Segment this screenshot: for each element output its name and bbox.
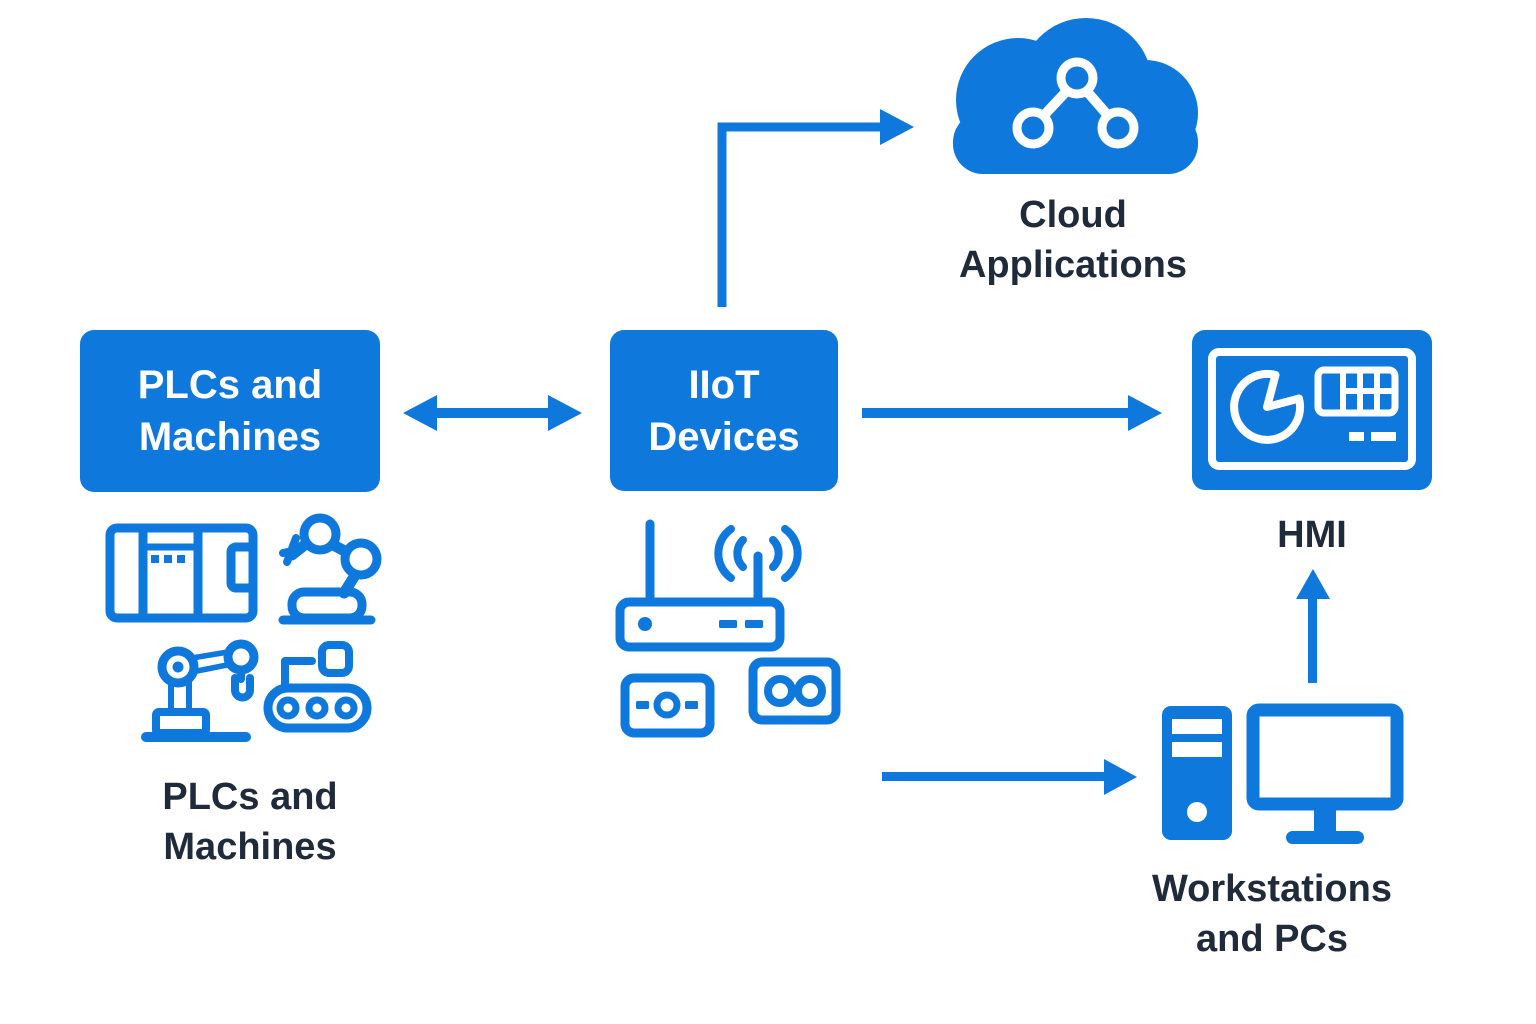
cloud-applications-label: Cloud Applications xyxy=(958,194,1188,287)
workstations-label: Workstations and PCs xyxy=(1151,868,1392,961)
desktop-workstation-icon xyxy=(1162,703,1404,844)
plcs-machines-box: PLCs and Machines xyxy=(80,330,380,492)
robot-arm-2-icon xyxy=(141,639,259,742)
cloud-network-icon xyxy=(953,18,1198,174)
arrow-iiot-hmi xyxy=(862,395,1162,431)
arrow-plcs-iiot xyxy=(403,395,582,431)
conveyor-machine-icon xyxy=(263,641,372,733)
hmi-panel-icon xyxy=(1192,330,1432,490)
hmi-label: HMI xyxy=(1277,514,1347,556)
plc-controller-icon xyxy=(105,523,258,623)
io-module-icon xyxy=(748,657,841,725)
arrow-workstations-hmi xyxy=(1296,569,1330,683)
iiot-devices-box: IIoT Devices xyxy=(610,330,838,491)
arrow-iiot-cloud xyxy=(717,109,914,307)
arrow-iiot-workstations xyxy=(882,759,1137,795)
sensor-module-icon xyxy=(620,673,715,738)
robot-arm-icon xyxy=(278,513,382,625)
wireless-router-icon xyxy=(615,519,802,652)
plcs-machines-label: PLCs and Machines xyxy=(162,776,338,869)
